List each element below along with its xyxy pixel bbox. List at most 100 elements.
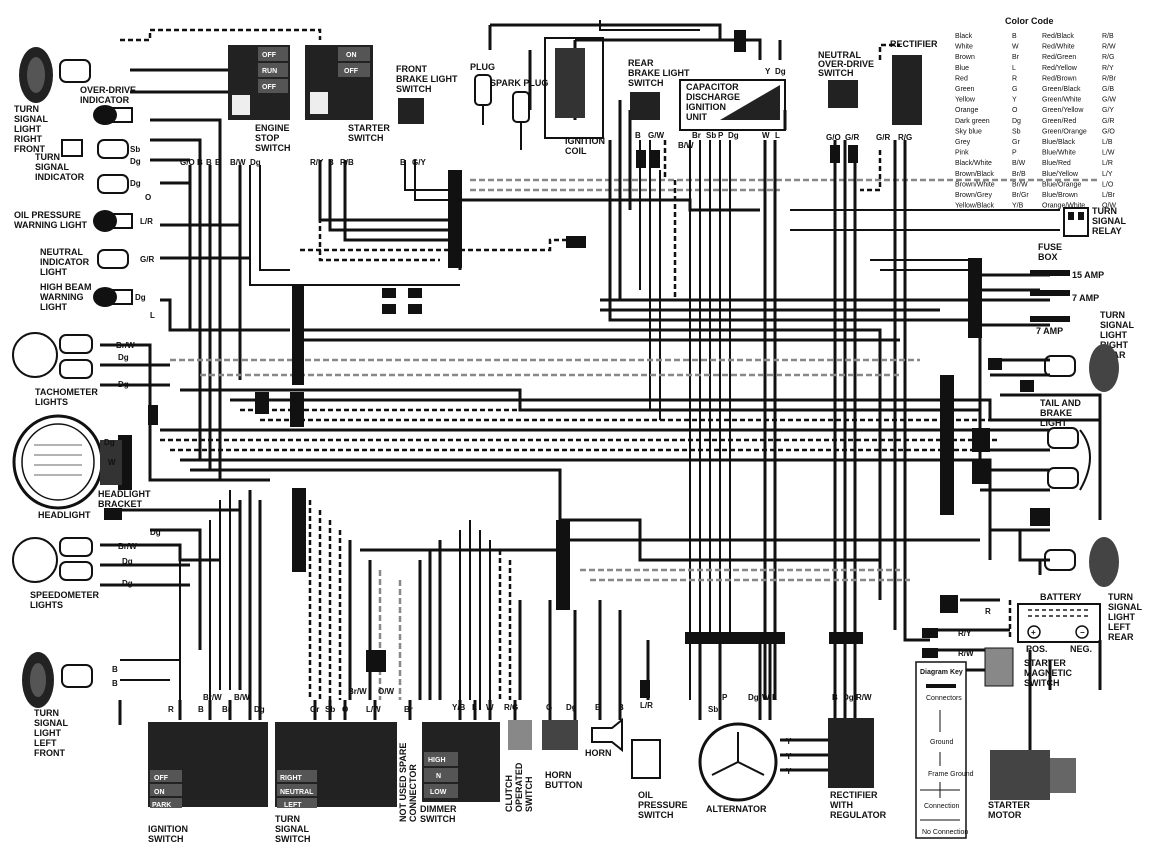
- svg-text:W: W: [762, 131, 770, 140]
- svg-text:Br/W: Br/W: [203, 693, 222, 702]
- color-code-name: Green/Yellow: [1042, 107, 1084, 114]
- svg-text:G/W: G/W: [648, 131, 664, 140]
- svg-text:Connectors: Connectors: [926, 695, 962, 702]
- svg-text:Ground: Ground: [930, 739, 953, 746]
- svg-text:B: B: [618, 703, 624, 712]
- color-code-abbr: L/W: [1102, 150, 1115, 157]
- svg-text:PRESSURE: PRESSURE: [638, 800, 688, 810]
- svg-text:Dg: Dg: [843, 693, 854, 702]
- starter-magnetic-switch: STARTER MAGNETIC SWITCH: [984, 647, 1072, 688]
- color-code-abbr: G/B: [1102, 86, 1114, 93]
- svg-text:BRAKE LIGHT: BRAKE LIGHT: [396, 74, 458, 84]
- svg-text:Dg: Dg: [254, 705, 265, 714]
- svg-text:B: B: [112, 679, 118, 688]
- high-beam-warning-light: HIGH BEAM WARNING LIGHT Dg L: [40, 282, 155, 320]
- svg-text:Sb: Sb: [706, 131, 716, 140]
- svg-text:INDICATOR: INDICATOR: [35, 172, 85, 182]
- svg-text:OVER-DRIVE: OVER-DRIVE: [80, 85, 136, 95]
- turn-signal-indicator: TURN SIGNAL INDICATOR Sb Dg Dg O: [35, 139, 151, 202]
- svg-text:FRONT: FRONT: [34, 748, 65, 758]
- color-code-name: Blue/Brown: [1042, 192, 1078, 199]
- svg-text:B: B: [328, 158, 334, 167]
- top-left-wire-labels: G/O B B B B/W Dg R/Y B R/B B G/Y: [180, 158, 426, 167]
- svg-text:SWITCH: SWITCH: [420, 814, 456, 824]
- svg-text:G/O: G/O: [180, 158, 195, 167]
- svg-text:OPERATED: OPERATED: [514, 762, 524, 812]
- svg-text:SWITCH: SWITCH: [255, 143, 291, 153]
- turn-signal-left-front: B B TURN SIGNAL LIGHT LEFT FRONT: [22, 652, 118, 758]
- svg-text:R: R: [168, 705, 174, 714]
- svg-text:WARNING: WARNING: [40, 292, 84, 302]
- svg-text:SWITCH: SWITCH: [348, 133, 384, 143]
- svg-text:ALTERNATOR: ALTERNATOR: [706, 804, 767, 814]
- oil-pressure-switch: L/R OIL PRESSURE SWITCH: [631, 701, 688, 820]
- color-code-name: Sky blue: [955, 128, 982, 135]
- svg-text:SPARK PLUG: SPARK PLUG: [490, 78, 548, 88]
- svg-text:B: B: [595, 703, 601, 712]
- turn-signal-right-rear: TURN SIGNAL LIGHT RIGHT REAR: [1044, 310, 1135, 392]
- svg-text:STOP: STOP: [255, 133, 279, 143]
- svg-text:L/R: L/R: [640, 701, 653, 710]
- svg-text:Dg: Dg: [130, 179, 141, 188]
- svg-text:P: P: [722, 693, 728, 702]
- svg-text:Br: Br: [404, 705, 413, 714]
- svg-text:Dg: Dg: [566, 703, 577, 712]
- svg-text:SPEEDOMETER: SPEEDOMETER: [30, 590, 100, 600]
- color-code-name: Green: [955, 86, 975, 93]
- svg-text:NEUTRAL: NEUTRAL: [818, 50, 861, 60]
- right-side-wire-labels: R R/Y R/W: [958, 607, 991, 658]
- svg-text:L: L: [772, 693, 777, 702]
- svg-text:Br: Br: [692, 131, 701, 140]
- color-code-name: Brown/Black: [955, 171, 994, 178]
- color-code-abbr: O: [1012, 107, 1018, 114]
- color-code-name: Brown: [955, 54, 975, 61]
- color-code-abbr: Sb: [1012, 128, 1021, 135]
- svg-text:G/O: G/O: [826, 133, 841, 142]
- svg-text:7 AMP: 7 AMP: [1036, 326, 1063, 336]
- svg-text:INDICATOR: INDICATOR: [80, 95, 130, 105]
- svg-text:TAIL AND: TAIL AND: [1040, 398, 1081, 408]
- color-code-abbr: Y/B: [1012, 203, 1024, 210]
- svg-text:Dg: Dg: [118, 353, 129, 362]
- svg-text:REAR: REAR: [628, 58, 654, 68]
- svg-text:SWITCH: SWITCH: [275, 834, 311, 844]
- color-code-abbr: G/R: [1102, 118, 1114, 125]
- horn-button: G Dg HORN BUTTON: [542, 703, 582, 790]
- svg-text:O/W: O/W: [378, 687, 394, 696]
- color-code-title: Color Code: [1005, 16, 1054, 26]
- svg-text:B/W: B/W: [678, 141, 694, 150]
- svg-text:SWITCH: SWITCH: [1024, 678, 1060, 688]
- oil-pressure-warning-light: OIL PRESSURE WARNING LIGHT L/R: [14, 210, 153, 232]
- not-used-spare-connector: NOT USED SPARE CONNECTOR Br Br/W O/W: [348, 687, 418, 822]
- svg-text:B: B: [198, 705, 204, 714]
- svg-text:L: L: [775, 131, 780, 140]
- svg-text:CAPACITOR: CAPACITOR: [686, 82, 739, 92]
- svg-text:OFF: OFF: [262, 52, 277, 59]
- color-code-name: Blue: [955, 65, 969, 72]
- color-code-name: Blue/White: [1042, 150, 1076, 157]
- color-code-name: Brown/Grey: [955, 192, 992, 199]
- svg-text:PLUG: PLUG: [470, 62, 495, 72]
- color-code-name: Blue/Red: [1042, 160, 1071, 167]
- svg-text:SIGNAL: SIGNAL: [1108, 602, 1143, 612]
- svg-text:W: W: [108, 458, 116, 467]
- svg-text:SIGNAL: SIGNAL: [34, 718, 69, 728]
- color-code-abbr: L/Y: [1102, 171, 1113, 178]
- svg-text:FRONT: FRONT: [396, 64, 427, 74]
- svg-text:TURN: TURN: [1092, 206, 1117, 216]
- front-brake-light-switch: FRONT BRAKE LIGHT SWITCH: [396, 64, 458, 124]
- svg-text:NEUTRAL: NEUTRAL: [40, 247, 83, 257]
- svg-text:O: O: [145, 193, 151, 202]
- svg-text:Y: Y: [765, 67, 771, 76]
- battery: BATTERY + − POS. NEG.: [1017, 592, 1101, 654]
- fuse-box: FUSE BOX 15 AMP 7 AMP 7 AMP: [1036, 242, 1104, 336]
- svg-text:LIGHT: LIGHT: [40, 302, 67, 312]
- color-code-name: Red/Brown: [1042, 75, 1077, 82]
- svg-text:−: −: [1080, 628, 1085, 637]
- svg-text:Y: Y: [786, 752, 792, 761]
- clutch-operated-switch: R/G CLUTCH OPERATED SWITCH: [504, 703, 534, 812]
- svg-text:15 AMP: 15 AMP: [1072, 270, 1104, 280]
- svg-text:Br: Br: [222, 705, 231, 714]
- svg-text:RIGHT: RIGHT: [1100, 340, 1129, 350]
